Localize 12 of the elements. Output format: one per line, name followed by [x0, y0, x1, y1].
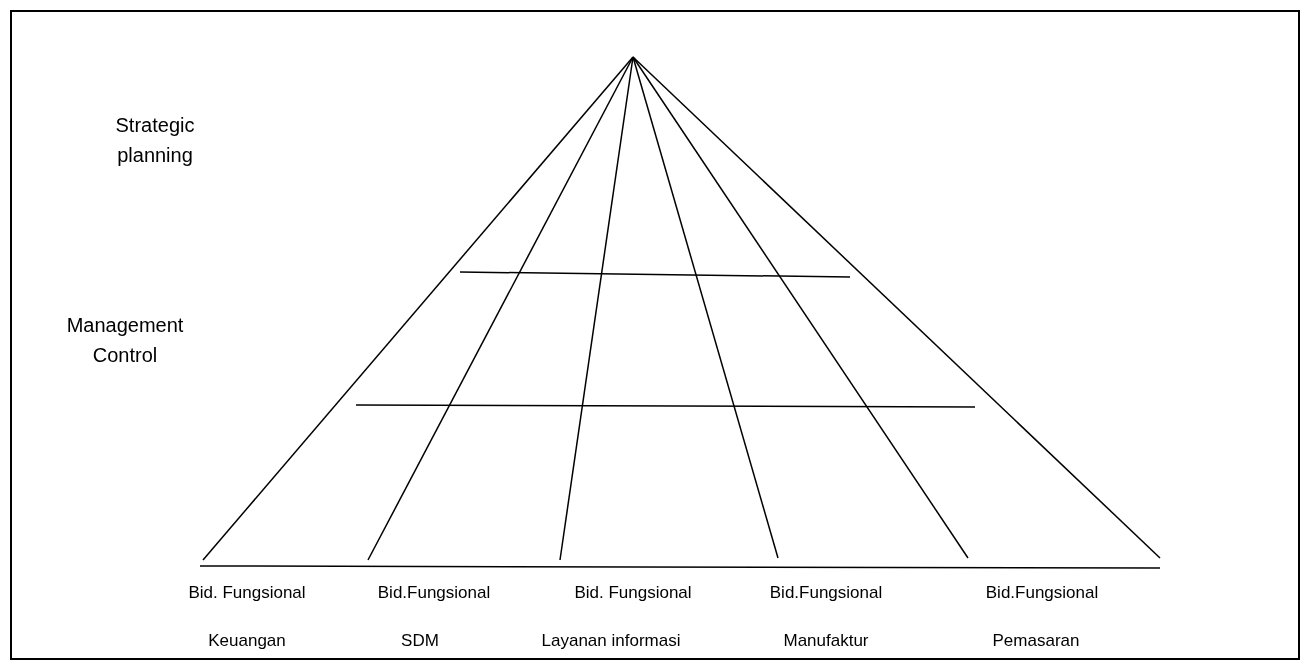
function-label: SDM — [400, 630, 440, 653]
level-label: Management Control — [65, 313, 185, 368]
level-label: Strategic planning — [114, 113, 196, 168]
function-label: Bid.Fungsional — [768, 582, 884, 605]
function-label: Manufaktur — [782, 630, 870, 653]
function-label: Pemasaran — [991, 630, 1081, 653]
function-label: Bid. Fungsional — [573, 582, 693, 605]
function-label: Bid.Fungsional — [984, 582, 1100, 605]
function-label: Keuangan — [207, 630, 287, 653]
function-label: Bid. Fungsional — [187, 582, 307, 605]
function-label: Layanan informasi — [540, 630, 682, 653]
function-label: Bid.Fungsional — [376, 582, 492, 605]
